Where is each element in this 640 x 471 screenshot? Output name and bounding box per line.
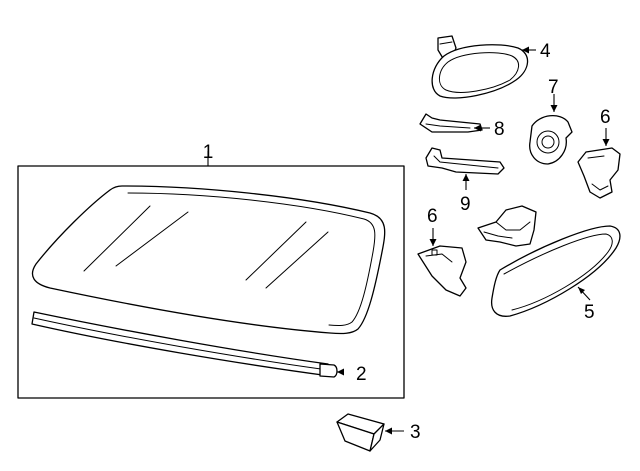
windshield-assembly-frame [17, 151, 405, 399]
callout-label-2: 2 [356, 364, 367, 385]
callout-label-4: 4 [540, 41, 551, 62]
mirror-bracket-long [425, 147, 505, 190]
callout-label-6-left: 6 [427, 206, 438, 227]
molding-clip [336, 413, 404, 452]
callout-label-3: 3 [410, 422, 421, 443]
callout-label-9: 9 [460, 194, 471, 215]
rain-sensor-cover [529, 94, 573, 165]
mirror-cover-left [417, 228, 467, 297]
callout-label-7: 7 [548, 77, 559, 98]
mirror-cover-right [577, 128, 621, 199]
callout-label-8: 8 [494, 119, 505, 140]
callout-label-1: 1 [203, 142, 214, 163]
mirror-bracket-small [419, 113, 490, 133]
callout-label-5: 5 [584, 302, 595, 323]
windshield-glass [31, 185, 386, 335]
cowl-molding [31, 311, 344, 378]
callout-label-6-right: 6 [600, 107, 611, 128]
rear-view-mirror-upper [431, 35, 536, 99]
rear-view-mirror-main [477, 205, 621, 317]
